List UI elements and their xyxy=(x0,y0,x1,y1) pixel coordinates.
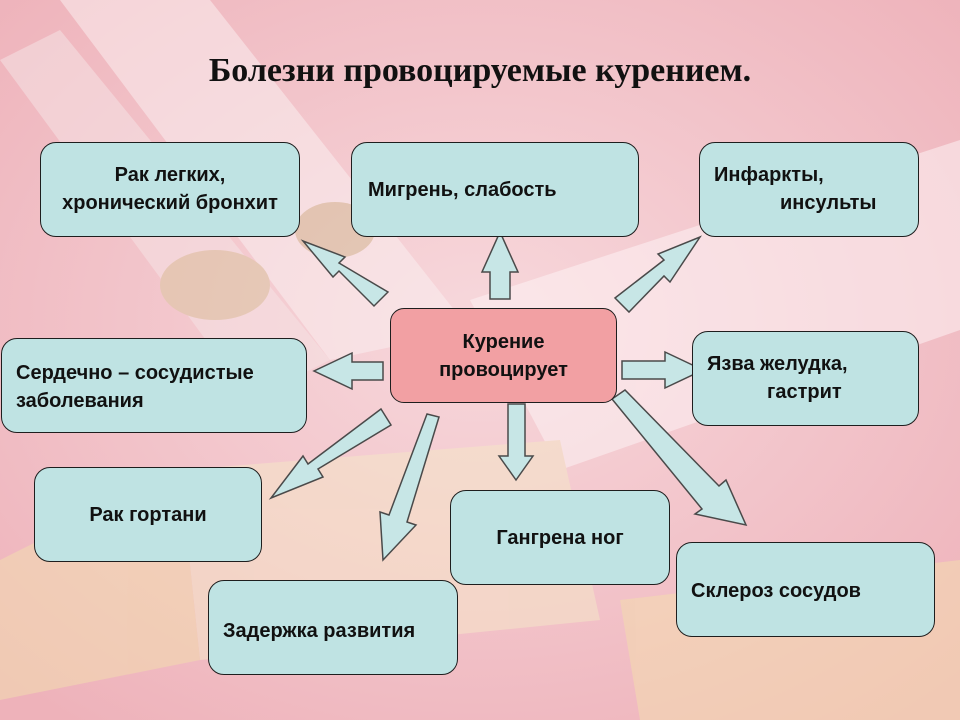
node-sclerosis: Склероз сосудов xyxy=(676,542,935,637)
node-migraine: Мигрень, слабость xyxy=(351,142,639,237)
node-heart-attack-line1: Инфаркты, xyxy=(714,164,824,186)
node-larynx-cancer: Рак гортани xyxy=(34,467,262,562)
arrow-up-right xyxy=(613,235,702,314)
node-heart-attack: Инфаркты, инсульты xyxy=(699,142,919,237)
node-migraine-line1: Мигрень, слабость xyxy=(368,179,557,201)
node-development: Задержка развития xyxy=(208,580,458,675)
center-node-smoking: Курение провоцирует xyxy=(390,308,617,403)
arrow-down xyxy=(497,403,535,482)
node-lung-cancer: Рак легких, хронический бронхит xyxy=(40,142,300,237)
arrow-up-left xyxy=(300,239,390,308)
node-sclerosis-line1: Склероз сосудов xyxy=(691,580,861,602)
node-larynx-cancer-line1: Рак гортани xyxy=(89,504,207,526)
page-title: Болезни провоцируемые курением. xyxy=(208,52,752,89)
node-cardiovascular: Сердечно – сосудистые заболевания xyxy=(1,338,307,433)
node-cardiovascular-line1: Сердечно – сосудистые xyxy=(16,362,254,384)
node-lung-cancer-line2: хронический бронхит xyxy=(62,192,278,214)
node-ulcer-line1: Язва желудка, xyxy=(707,353,848,375)
node-gangrene: Гангрена ног xyxy=(450,490,670,585)
arrow-right xyxy=(621,350,705,390)
arrow-down-right xyxy=(610,389,748,527)
node-heart-attack-line2: инсульты xyxy=(780,192,877,214)
arrow-down-left xyxy=(268,407,393,500)
arrow-down-mid xyxy=(379,413,440,562)
node-cardiovascular-line2: заболевания xyxy=(16,390,144,412)
center-node-line2: провоцирует xyxy=(439,359,568,381)
node-ulcer-line2: гастрит xyxy=(767,381,842,403)
arrow-left xyxy=(312,351,384,391)
node-development-line1: Задержка развития xyxy=(223,620,416,642)
node-lung-cancer-line1: Рак легких, xyxy=(114,164,226,186)
center-node-line1: Курение xyxy=(462,331,545,353)
arrow-up xyxy=(480,230,520,300)
node-ulcer: Язва желудка, гастрит xyxy=(692,331,919,426)
node-gangrene-line1: Гангрена ног xyxy=(496,527,624,549)
